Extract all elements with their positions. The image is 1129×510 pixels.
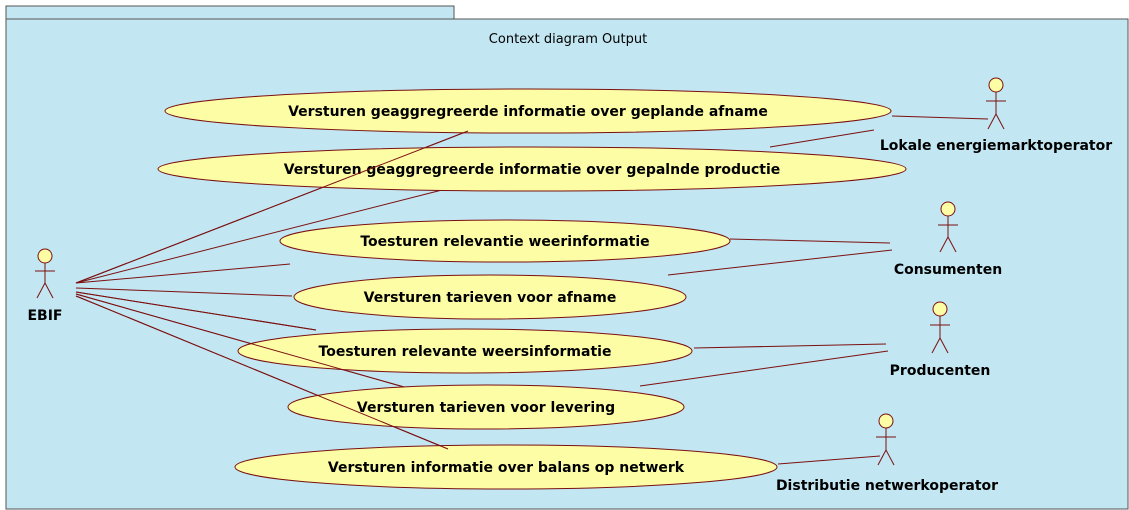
actor-head-icon [37,248,53,264]
actor-label-ebif: EBIF [27,308,62,324]
usecase-label: Versturen tarieven voor levering [357,400,615,416]
actor-head-icon [940,201,956,217]
usecase-label: Versturen geaggregreerde informatie over… [288,104,768,120]
assoc-distributie-uc7 [777,455,881,465]
actor-label-producenten: Producenten [890,363,991,379]
usecase-balans-netwerk[interactable]: Versturen informatie over balans op netw… [234,444,778,490]
actor-label-distributie: Distributie netwerkoperator [776,478,998,494]
assoc-consumenten-uc4 [667,249,893,276]
usecase-tarieven-levering[interactable]: Versturen tarieven voor levering [287,384,685,430]
usecase-toesturen-weerinformatie[interactable]: Toesturen relevantie weerinformatie [279,219,731,263]
usecase-toesturen-weersinformatie[interactable]: Toesturen relevante weersinformatie [237,328,693,374]
actor-ebif[interactable] [35,248,55,299]
actor-producenten[interactable] [930,301,950,354]
assoc-lokale-uc2 [769,129,875,148]
usecase-label: Versturen tarieven voor afname [364,290,617,306]
actor-distributie-netwerkoperator[interactable] [876,413,896,466]
usecase-versturen-geplande-afname[interactable]: Versturen geaggregreerde informatie over… [164,88,892,134]
actor-label-lokale: Lokale energiemarktoperator [880,138,1112,154]
assoc-producenten-uc5 [693,343,887,349]
assoc-producenten-uc6 [639,350,889,387]
actor-head-icon [932,301,948,317]
assoc-ebif-uc4 [75,287,293,297]
usecase-versturen-geplande-productie[interactable]: Versturen geaggregreerde informatie over… [157,146,907,192]
actor-consumenten[interactable] [938,201,958,253]
usecase-label: Toesturen relevante weersinformatie [319,344,612,360]
actor-head-icon [988,77,1004,93]
package-tab [5,5,455,20]
assoc-lokale-uc1 [891,115,989,120]
usecase-label: Toesturen relevantie weerinformatie [360,234,649,250]
usecase-label: Versturen geaggregreerde informatie over… [284,162,781,178]
usecase-tarieven-afname[interactable]: Versturen tarieven voor afname [293,274,687,320]
assoc-ebif-uc2 [75,189,443,284]
assoc-consumenten-uc3 [729,238,891,244]
assoc-ebif-uc3 [75,263,291,284]
actor-lokale-energiemarktoperator[interactable] [986,77,1006,130]
crossing-lines [75,130,469,450]
actor-head-icon [878,413,894,429]
usecase-label: Versturen informatie over balans op netw… [328,460,685,476]
actor-label-consumenten: Consumenten [894,262,1002,278]
diagram-title: Context diagram Output [489,32,647,47]
